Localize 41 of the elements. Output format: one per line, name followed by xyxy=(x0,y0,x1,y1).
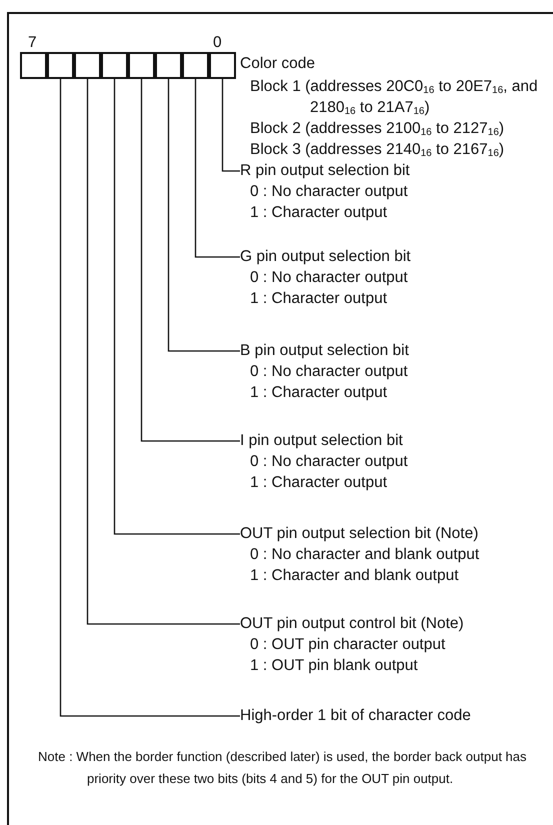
leader-line xyxy=(168,79,240,352)
leader-line xyxy=(86,79,240,625)
bit-cell xyxy=(209,52,236,79)
bit-cell xyxy=(74,52,101,79)
bit-number: 7 xyxy=(28,33,37,53)
bit-cell xyxy=(20,52,47,79)
bit-cell xyxy=(47,52,74,79)
bit-value-description: 0 : OUT pin character output xyxy=(249,635,446,655)
bit-name: R pin output selection bit xyxy=(240,161,410,181)
bit-number: 0 xyxy=(213,33,222,53)
bit-cell xyxy=(101,52,128,79)
bit-name: B pin output selection bit xyxy=(240,341,409,361)
bit-cell xyxy=(182,52,209,79)
bit-value-description: 1 : Character output xyxy=(249,203,388,223)
address-range: Block 1 (addresses 20C0$_{16}$ to 20E7$_{16}$, and 2180$_{16}$ to 21A7$_{16}$) xyxy=(250,77,539,118)
bit-name: I pin output selection bit xyxy=(240,431,404,451)
bit-value-description: 0 : No character and blank output xyxy=(249,545,480,565)
bit-cell xyxy=(155,52,182,79)
bit-name: G pin output selection bit xyxy=(240,247,411,267)
bit-value-description: 1 : Character output xyxy=(249,473,388,493)
leader-line xyxy=(60,79,240,717)
bit-value-description: 0 : No character output xyxy=(249,452,408,472)
bit-value-description: 1 : Character and blank output xyxy=(249,566,460,586)
bit-name: OUT pin output control bit (Note) xyxy=(240,614,464,634)
leader-line xyxy=(114,79,240,535)
register-title: Color code xyxy=(240,54,315,74)
bit-value-description: 1 : Character output xyxy=(249,289,388,309)
bit-value-description: 1 : Character output xyxy=(249,383,388,403)
bit-value-description: 0 : No character output xyxy=(249,362,409,382)
leader-line xyxy=(194,79,240,258)
address-range: Block 3 (addresses 2140$_{16}$ to 2167$_{16}$) xyxy=(250,140,504,160)
bit-value-description: 1 : OUT pin blank output xyxy=(249,656,419,676)
bit-value-description: 0 : No character output xyxy=(249,182,409,202)
note-text: Note : When the border function (described later) is used, the border back output has priority over these two bits (bits 4 and 5) for the OUT pin output. xyxy=(38,748,528,788)
bit-name: OUT pin output selection bit (Note) xyxy=(240,524,480,544)
bit-name: High-order 1 bit of character code xyxy=(240,706,471,726)
address-range: Block 2 (addresses 2100$_{16}$ to 2127$_{16}$) xyxy=(250,119,504,139)
leader-line xyxy=(140,79,240,442)
bit-value-description: 0 : No character output xyxy=(249,268,409,288)
leader-line xyxy=(222,79,240,172)
bit-cell xyxy=(128,52,155,79)
